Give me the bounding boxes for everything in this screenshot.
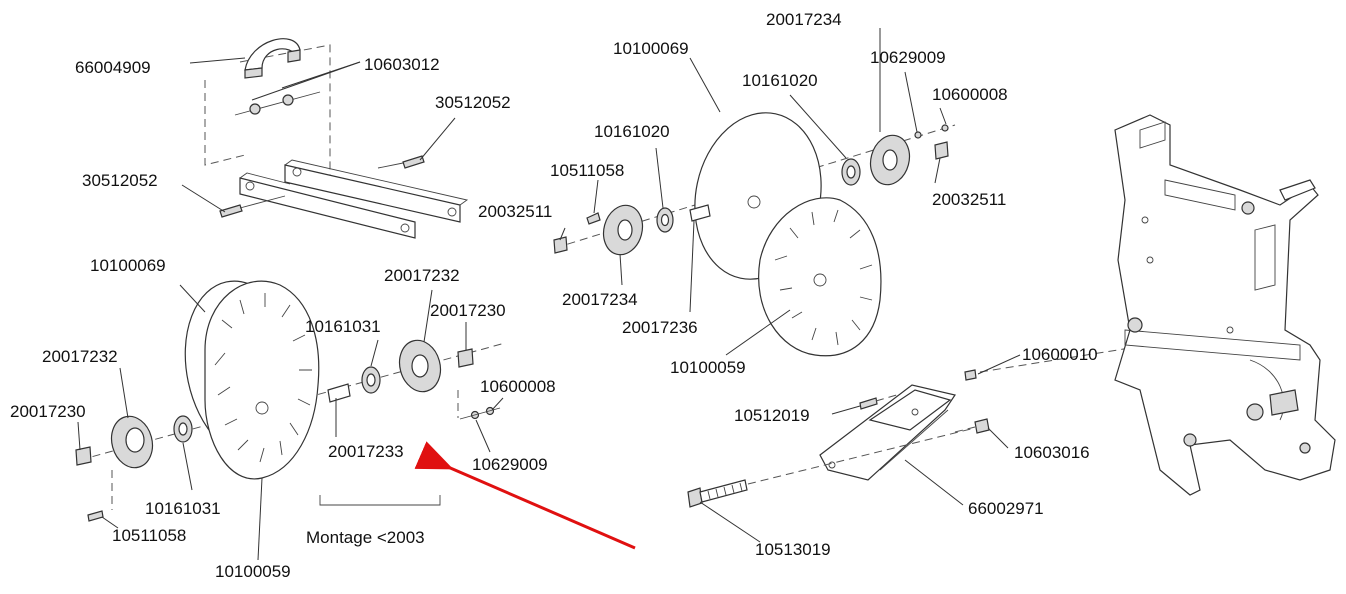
part-label-20032511-left: 20032511 [478,202,552,221]
part-label-10100069-top: 10100069 [613,39,689,58]
part-label-10161020-top: 10161020 [742,71,818,90]
part-label-10512019: 10512019 [734,406,810,425]
part-label-10629009-top: 10629009 [870,48,946,67]
part-label-20017230-right: 20017230 [430,301,506,320]
part-label-20017232-left: 20017232 [42,347,118,366]
part-label-10100059-top: 10100059 [670,358,746,377]
part-label-20032511-right: 20032511 [932,190,1006,209]
highlight-arrow [414,441,636,550]
part-label-10511058-lower: 10511058 [112,526,186,545]
part-label-20017233: 20017233 [328,442,404,461]
part-label-10600008-top: 10600008 [932,85,1008,104]
part-label-10100059-lower: 10100059 [215,562,291,581]
part-label-20017232-right: 20017232 [384,266,460,285]
part-label-10511058-top: 10511058 [550,161,624,180]
part-label-10161031-lower: 10161031 [145,499,221,518]
part-label-10161020-mid: 10161020 [594,122,670,141]
bracket-assembly [204,38,469,239]
part-labels: 66004909 10603012 30512052 30512052 1010… [10,10,1098,581]
part-label-20017234-top: 20017234 [766,10,842,29]
part-label-30512052-top: 30512052 [435,93,511,112]
part-label-10161031-upper: 10161031 [305,317,381,336]
part-label-10603016: 10603016 [1014,443,1090,462]
part-label-66002971: 66002971 [968,499,1044,518]
part-label-66004909: 66004909 [75,58,151,77]
lower-disc-assembly [75,280,506,522]
part-label-20017236: 20017236 [622,318,698,337]
part-label-20017230-left: 20017230 [10,402,86,421]
part-label-20017234-bottom: 20017234 [562,290,638,309]
part-label-10629009-lower: 10629009 [472,455,548,474]
mount-bracket-assembly [687,347,1131,508]
part-label-10600008-lower: 10600008 [480,377,556,396]
part-label-10600010: 10600010 [1022,345,1098,364]
leader-lines [77,28,1021,561]
main-frame [1114,114,1336,496]
part-label-10100069-left: 10100069 [90,256,166,275]
part-label-10513019: 10513019 [755,540,831,559]
assembly-note-montage: Montage <2003 [306,528,425,547]
part-label-10603012: 10603012 [364,55,440,74]
upper-disc-assembly [553,112,956,357]
part-label-30512052-left: 30512052 [82,171,158,190]
